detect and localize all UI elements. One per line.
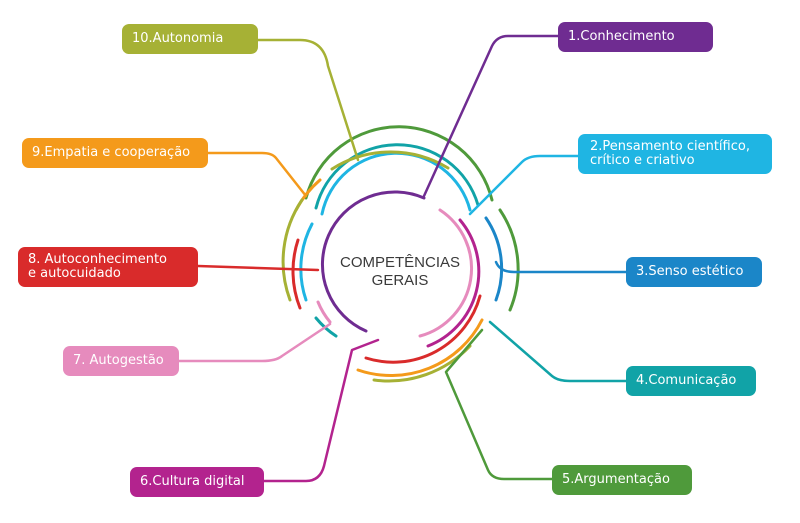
connector-c2 <box>468 154 582 216</box>
ring-arc-pink <box>418 208 473 338</box>
pill-label-line1: 2.Pensamento científico, <box>590 139 750 154</box>
pill-label-line2: e autocuidado <box>28 266 121 281</box>
pill-autonomia[interactable]: 10.Autonomia <box>122 24 258 54</box>
center-title: COMPETÊNCIAS GERAIS <box>318 254 482 290</box>
ring-arc-olive <box>330 150 450 171</box>
pill-label: 4.Comunicação <box>636 373 737 388</box>
connector-c3 <box>494 260 628 274</box>
pill-autogestao[interactable]: 7. Autogestão <box>63 346 179 376</box>
pill-label: 3.Senso estético <box>636 264 744 279</box>
ring-arc-green <box>304 125 494 202</box>
connectors <box>176 34 628 483</box>
pill-senso-estetico[interactable]: 3.Senso estético <box>626 257 762 287</box>
ring-arc-pink-bottom <box>316 300 332 324</box>
connector-c6 <box>260 338 380 483</box>
connector-c1 <box>422 34 560 198</box>
pill-pensamento-cientifico[interactable]: 2.Pensamento científico, crítico e criat… <box>578 134 772 174</box>
connector-c5 <box>444 328 554 481</box>
pill-label: 9.Empatia e cooperação <box>32 145 191 160</box>
center-rings <box>281 125 520 383</box>
pill-argumentacao[interactable]: 5.Argumentação <box>552 465 692 495</box>
connector-c7 <box>176 322 332 363</box>
ring-arc-blue-right <box>484 216 504 302</box>
ring-arc-magenta <box>426 218 481 348</box>
ring-arc-red-left <box>291 238 302 310</box>
center-title-line1: COMPETÊNCIAS <box>339 254 460 271</box>
pill-autoconhecimento[interactable]: 8. Autoconhecimento e autocuidado <box>18 247 198 287</box>
pill-empatia-cooperacao[interactable]: 9.Empatia e cooperação <box>22 138 208 168</box>
ring-arc-red-bottom <box>364 294 482 364</box>
pill-label: 5.Argumentação <box>562 472 670 487</box>
pill-cultura-digital[interactable]: 6.Cultura digital <box>130 467 264 497</box>
pill-label-line1: 8. Autoconhecimento <box>28 252 168 267</box>
ring-arc-olive-left <box>281 198 304 302</box>
pill-label: 10.Autonomia <box>132 31 224 46</box>
ring-arc-orange-bottom <box>356 318 484 378</box>
ring-arc-green-right <box>498 208 520 312</box>
pill-label: 7. Autogestão <box>73 353 164 368</box>
ring-arc-purple <box>320 190 426 333</box>
ring-arc-blue-left <box>299 222 314 302</box>
connector-c9 <box>206 151 308 198</box>
pill-label-line2: crítico e criativo <box>590 153 695 168</box>
pill-label: 1.Conhecimento <box>568 29 675 44</box>
pill-conhecimento[interactable]: 1.Conhecimento <box>558 22 713 52</box>
pill-comunicacao[interactable]: 4.Comunicação <box>626 366 756 396</box>
ring-arc-teal <box>314 143 480 210</box>
center-title-line2: GERAIS <box>371 272 429 289</box>
connector-c4 <box>488 320 628 383</box>
connector-c10 <box>256 38 360 162</box>
connector-c8 <box>196 264 320 272</box>
pill-label: 6.Cultura digital <box>140 474 245 489</box>
